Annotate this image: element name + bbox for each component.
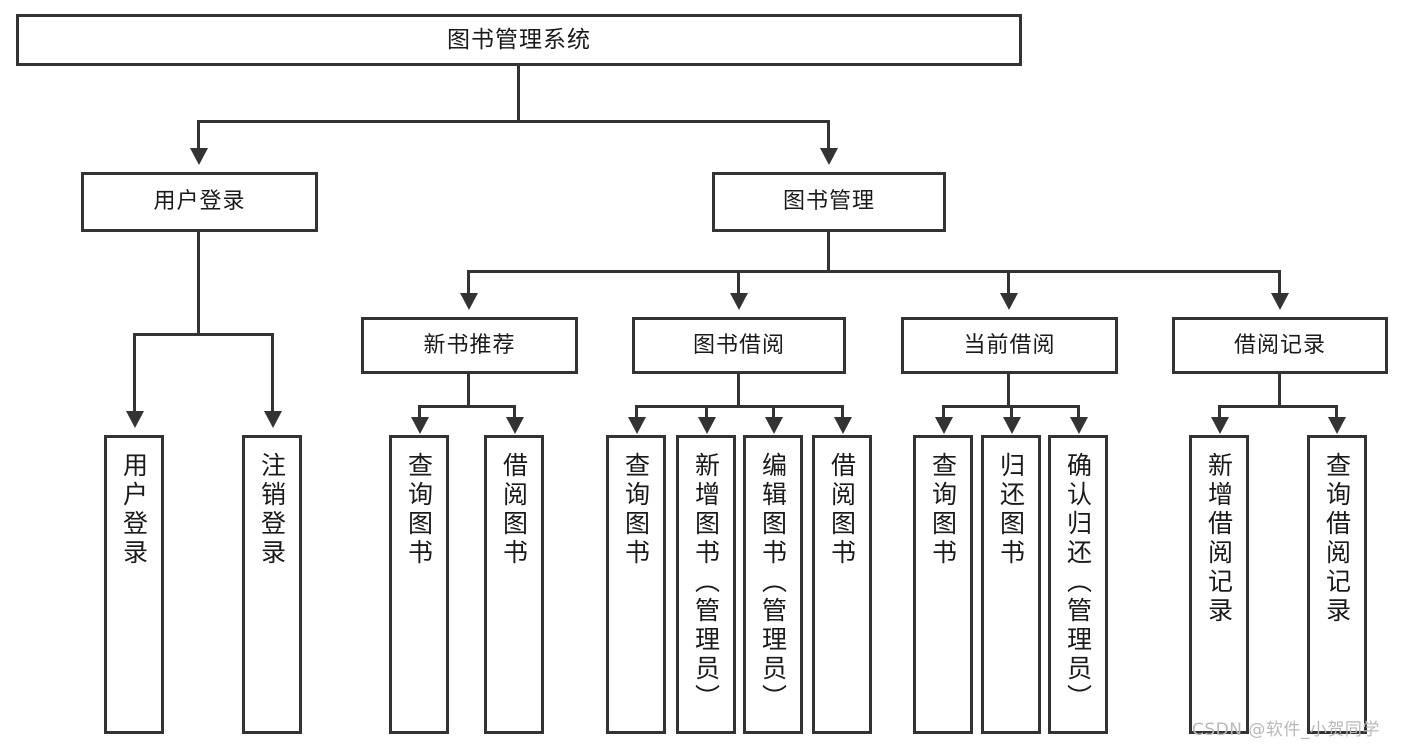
node-label: 查询借阅记录: [1322, 452, 1352, 626]
edge-current-borrow-stem: [1007, 374, 1010, 407]
node-label: 新增图书（管理员）: [691, 452, 721, 713]
arrowhead-br-leaf-1: [1211, 417, 1229, 434]
arrowhead-cb-leaf-1: [935, 417, 953, 434]
arrowhead-bb-leaf-3: [765, 417, 783, 434]
edge-cb-to-leaf-3: [1077, 405, 1080, 419]
leaf-cb-return-book[interactable]: 归还图书: [981, 435, 1041, 734]
node-label: 注销登录: [257, 452, 287, 568]
arrowhead-nbr-leaf-2: [506, 417, 524, 434]
node-new-book-recommend[interactable]: 新书推荐: [361, 317, 578, 374]
node-label: 编辑图书（管理员）: [758, 452, 788, 713]
edge-to-book-borrow: [737, 270, 740, 295]
leaf-bb-add-book-admin[interactable]: 新增图书（管理员）: [676, 435, 736, 734]
node-label: 图书管理系统: [447, 26, 591, 53]
leaf-bb-query-book[interactable]: 查询图书: [606, 435, 666, 734]
edge-nbr-to-leaf-1: [418, 405, 421, 419]
node-label: 用户登录: [119, 452, 149, 568]
edge-bb-to-leaf-2: [705, 405, 708, 419]
edge-book-manage-bus: [467, 270, 1281, 273]
node-user-login[interactable]: 用户登录: [81, 172, 318, 232]
arrowhead-current-borrow: [1000, 293, 1018, 310]
arrowhead-bb-leaf-1: [628, 417, 646, 434]
edge-borrow-record-bus: [1218, 405, 1338, 408]
leaf-cb-query-book[interactable]: 查询图书: [913, 435, 973, 734]
node-label: 用户登录: [153, 189, 246, 215]
node-label: 查询图书: [404, 452, 434, 568]
edge-user-login-stem: [197, 232, 200, 335]
edge-cb-to-leaf-2: [1010, 405, 1013, 419]
edge-bb-to-leaf-3: [772, 405, 775, 419]
edge-new-book-recommend-bus: [418, 405, 516, 408]
edge-br-to-leaf-2: [1335, 405, 1338, 419]
node-label: 借阅图书: [827, 452, 857, 568]
node-current-borrow[interactable]: 当前借阅: [901, 317, 1118, 374]
leaf-br-query-record[interactable]: 查询借阅记录: [1307, 435, 1367, 734]
edge-book-borrow-stem: [737, 374, 740, 407]
node-book-borrow[interactable]: 图书借阅: [632, 317, 846, 374]
node-label: 图书借阅: [692, 332, 785, 358]
node-label: 确认归还（管理员）: [1063, 452, 1093, 713]
arrowhead-book-manage: [820, 148, 838, 165]
node-borrow-record[interactable]: 借阅记录: [1172, 317, 1388, 374]
arrowhead-cb-leaf-3: [1070, 417, 1088, 434]
node-label: 借阅记录: [1233, 332, 1326, 358]
leaf-user-login[interactable]: 用户登录: [104, 435, 164, 734]
arrowhead-bb-leaf-2: [698, 417, 716, 434]
arrowhead-leaf-user-login: [126, 411, 144, 428]
csdn-watermark: CSDN @软件_小贺同学: [1192, 720, 1380, 740]
node-root-system[interactable]: 图书管理系统: [16, 14, 1022, 66]
arrowhead-bb-leaf-4: [834, 417, 852, 434]
edge-cb-to-leaf-1: [942, 405, 945, 419]
edge-user-login-to-leaf-1: [133, 333, 136, 413]
edge-root-stem: [517, 66, 520, 122]
edge-root-to-book-manage: [827, 120, 830, 150]
leaf-logout[interactable]: 注销登录: [242, 435, 302, 734]
edge-new-book-recommend-stem: [467, 374, 470, 407]
edge-to-borrow-record: [1278, 270, 1281, 295]
edge-book-manage-stem: [827, 232, 830, 272]
edge-to-new-book-recommend: [467, 270, 470, 295]
arrowhead-new-book-recommend: [460, 293, 478, 310]
edge-br-to-leaf-1: [1218, 405, 1221, 419]
leaf-bb-edit-book-admin[interactable]: 编辑图书（管理员）: [743, 435, 803, 734]
node-label: 查询图书: [928, 452, 958, 568]
node-label: 借阅图书: [499, 452, 529, 568]
leaf-nbr-query-book[interactable]: 查询图书: [389, 435, 449, 734]
edge-nbr-to-leaf-2: [513, 405, 516, 419]
leaf-bb-borrow-book[interactable]: 借阅图书: [812, 435, 872, 734]
node-book-management[interactable]: 图书管理: [712, 172, 946, 232]
edge-book-borrow-bus: [635, 405, 843, 408]
arrowhead-cb-leaf-2: [1003, 417, 1021, 434]
arrowhead-br-leaf-2: [1328, 417, 1346, 434]
edge-root-bus: [197, 120, 830, 123]
node-label: 图书管理: [782, 189, 875, 215]
leaf-nbr-borrow-book[interactable]: 借阅图书: [484, 435, 544, 734]
edge-bb-to-leaf-1: [635, 405, 638, 419]
leaf-cb-confirm-return-admin[interactable]: 确认归还（管理员）: [1048, 435, 1108, 734]
node-label: 归还图书: [996, 452, 1026, 568]
arrowhead-nbr-leaf-1: [411, 417, 429, 434]
node-label: 当前借阅: [963, 332, 1056, 358]
edge-user-login-to-leaf-2: [271, 333, 274, 413]
edge-user-login-bus: [133, 333, 273, 336]
edge-root-to-user-login: [197, 120, 200, 150]
arrowhead-borrow-record: [1271, 293, 1289, 310]
edge-borrow-record-stem: [1278, 374, 1281, 407]
node-label: 新增借阅记录: [1204, 452, 1234, 626]
arrowhead-book-borrow: [730, 293, 748, 310]
leaf-br-add-record[interactable]: 新增借阅记录: [1189, 435, 1249, 734]
node-label: 新书推荐: [423, 332, 516, 358]
edge-to-current-borrow: [1007, 270, 1010, 295]
edge-bb-to-leaf-4: [841, 405, 844, 419]
arrowhead-leaf-logout: [264, 411, 282, 428]
arrowhead-user-login: [190, 148, 208, 165]
node-label: 查询图书: [621, 452, 651, 568]
